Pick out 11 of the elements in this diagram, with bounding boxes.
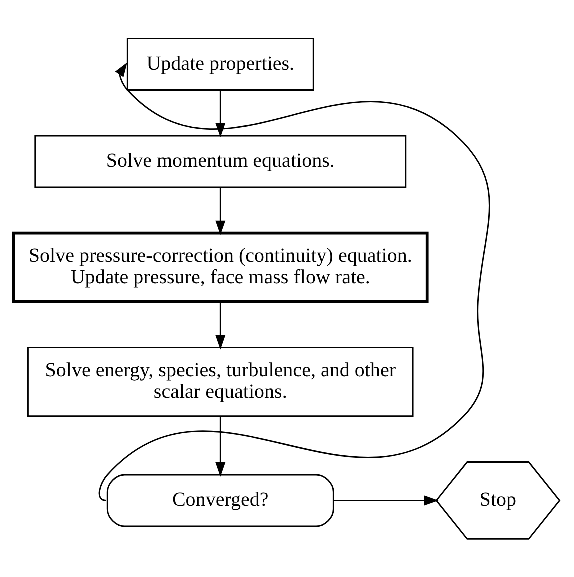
arrow: [216, 302, 226, 350]
arrow: [98, 62, 490, 501]
arrow: [216, 90, 226, 138]
arrow: [216, 416, 226, 476]
arrow: [334, 495, 439, 506]
node-box: Update properties.: [126, 38, 314, 90]
node-box: Solve momentum equations.: [34, 134, 407, 188]
node-box: Converged?: [106, 474, 334, 527]
node-box: Solve pressure-correction (continuity) equation. Update pressure, face mass flow rate.: [12, 231, 429, 303]
node-box: Solve energy, species, turbulence, and other scalar equations.: [28, 346, 414, 417]
arrow: [216, 187, 226, 235]
